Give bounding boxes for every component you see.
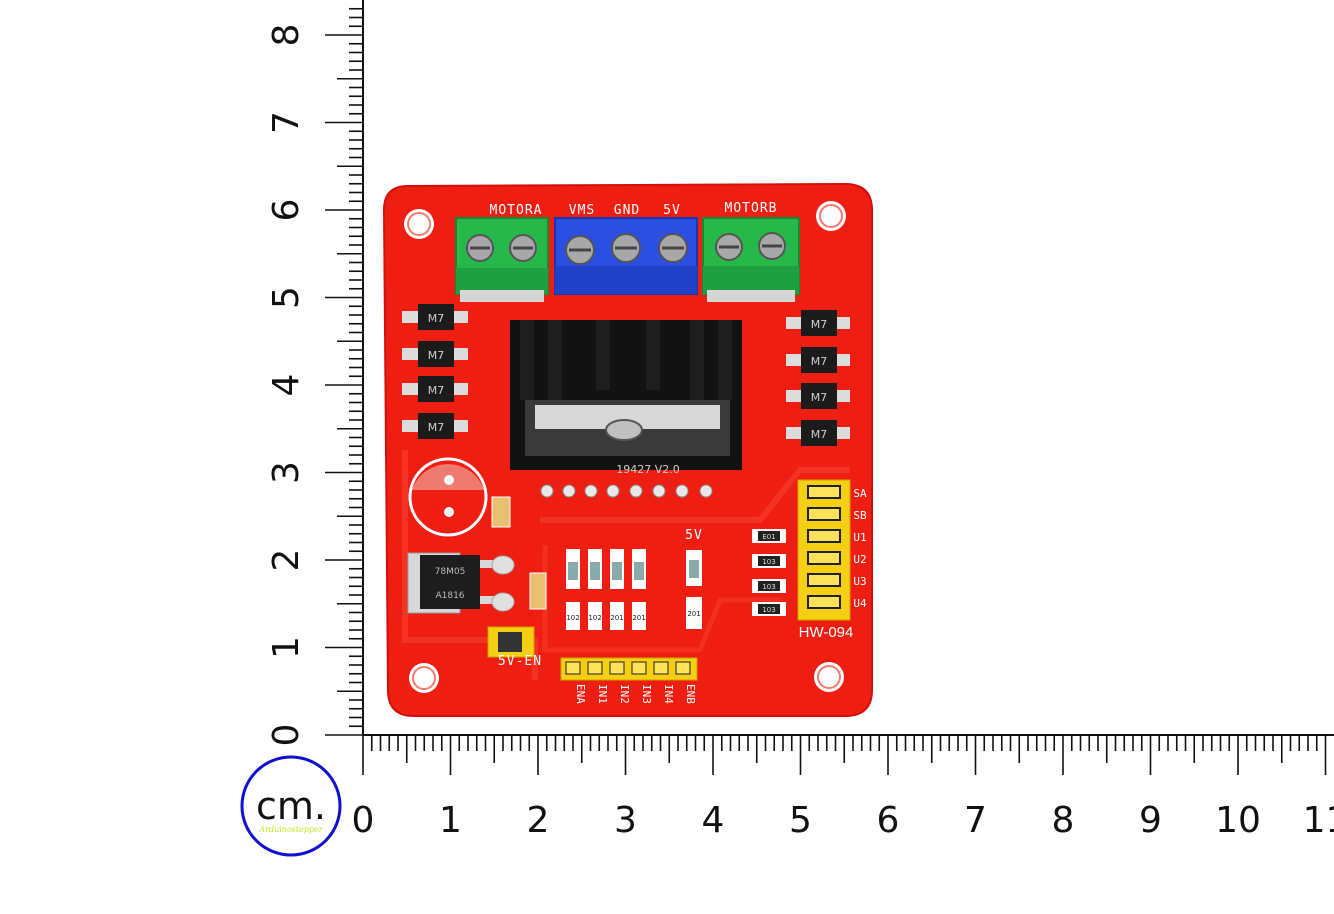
indicator-smd-area: 102 102 201 201 5V 201 [566, 528, 703, 630]
svg-text:U2: U2 [853, 553, 866, 566]
heatsink: 19427 V2.0 [510, 320, 742, 476]
mounting-hole [816, 201, 846, 231]
right-pin-header: SA SB U1 U2 U3 U4 [797, 479, 867, 621]
ruler-label: 2 [266, 549, 307, 572]
mounting-hole [409, 663, 439, 693]
ruler-label: 0 [352, 800, 375, 841]
cm-logo: cm. Arduinostepper [240, 755, 342, 857]
bottom-header-label: IN3 [640, 684, 653, 704]
label-gnd: GND [614, 203, 640, 218]
l298n-motor-driver-board: MOTORA VMS GND 5V MOTORB [382, 182, 873, 717]
label-5v-en: 5V-EN [498, 654, 542, 669]
ruler-label: 8 [266, 24, 307, 47]
svg-text:103: 103 [762, 558, 775, 566]
svg-text:M7: M7 [428, 421, 445, 434]
bottom-header-label: IN4 [662, 684, 675, 704]
ruler-label: 3 [614, 800, 637, 841]
vertical-ruler: 0 1 2 3 4 5 6 7 8 [266, 0, 364, 747]
svg-text:103: 103 [762, 606, 775, 614]
svg-text:SB: SB [853, 509, 867, 522]
ruler-label: 6 [266, 199, 307, 222]
label-led-5v: 5V [685, 528, 703, 543]
svg-text:M7: M7 [811, 391, 828, 404]
bottom-header-label: ENB [684, 684, 697, 704]
svg-text:SA: SA [853, 487, 867, 500]
mounting-hole [814, 662, 844, 692]
svg-text:E01: E01 [762, 533, 775, 541]
svg-text:103: 103 [762, 583, 775, 591]
svg-text:102: 102 [566, 614, 579, 622]
diode: M7 [786, 420, 850, 446]
svg-text:U3: U3 [853, 575, 866, 588]
chip-label: 19427 V2.0 [616, 463, 680, 476]
svg-text:102: 102 [588, 614, 601, 622]
jumper-5v-en: 5V-EN [487, 626, 542, 669]
terminal-block-motorb [702, 217, 800, 302]
terminal-block-motora [455, 217, 549, 302]
svg-text:M7: M7 [811, 355, 828, 368]
label-motora: MOTORA [490, 203, 543, 218]
label-vms: VMS [569, 203, 595, 218]
ruler-label: 3 [266, 461, 307, 484]
label-motorb: MOTORB [725, 201, 778, 216]
svg-text:M7: M7 [811, 428, 828, 441]
svg-text:M7: M7 [428, 312, 445, 325]
mounting-hole [404, 209, 434, 239]
svg-text:201: 201 [610, 614, 623, 622]
diode: M7 [402, 304, 468, 330]
voltage-regulator: 78M05 A1816 [407, 496, 547, 614]
ruler-label: 11 [1303, 800, 1334, 841]
svg-text:201: 201 [632, 614, 645, 622]
bottom-header-label: IN2 [618, 684, 631, 704]
diodes-left: M7 M7 M7 M7 [402, 304, 468, 439]
svg-text:78M05: 78M05 [435, 567, 466, 577]
bottom-header-label: ENA [574, 684, 587, 704]
svg-text:A1816: A1816 [435, 591, 464, 601]
ruler-label: 5 [266, 286, 307, 309]
capacitor-footprint [408, 457, 488, 537]
svg-text:U4: U4 [853, 597, 867, 610]
ruler-label: 2 [527, 800, 550, 841]
logo-subtext: Arduinostepper [258, 825, 323, 834]
ruler-label: 6 [877, 800, 900, 841]
ruler-label: 8 [1052, 800, 1075, 841]
svg-text:U1: U1 [853, 531, 866, 544]
diode: M7 [786, 310, 850, 336]
ruler-label: 7 [266, 111, 307, 134]
ruler-label: 4 [702, 800, 725, 841]
bottom-pin-header: ENA IN1 IN2 IN3 IN4 ENB [560, 657, 698, 704]
svg-text:M7: M7 [428, 384, 445, 397]
diode: M7 [786, 347, 850, 373]
svg-text:201: 201 [687, 610, 700, 618]
svg-text:M7: M7 [428, 349, 445, 362]
chip-pins [540, 484, 713, 498]
logo-text: cm. [256, 784, 326, 828]
ruler-label: 4 [266, 374, 307, 397]
resistor-column: E01 103 103 103 [752, 529, 786, 616]
ruler-label: 1 [439, 800, 462, 841]
model-label: HW-094 [799, 624, 854, 641]
diode: M7 [402, 341, 468, 367]
label-5v: 5V [663, 203, 681, 218]
horizontal-ruler: 0 1 2 3 4 5 6 7 8 9 10 11 [352, 734, 1334, 841]
ruler-label: 5 [789, 800, 812, 841]
ruler-label: 7 [964, 800, 987, 841]
diode: M7 [402, 413, 468, 439]
terminal-block-power [554, 217, 698, 295]
ruler-label: 9 [1139, 800, 1162, 841]
diode: M7 [786, 383, 850, 409]
ruler-label: 1 [266, 636, 307, 659]
ruler-label: 0 [266, 724, 307, 747]
diodes-right: M7 M7 M7 M7 [786, 310, 850, 446]
ruler-label: 10 [1215, 800, 1261, 841]
diode: M7 [402, 376, 468, 402]
svg-text:M7: M7 [811, 318, 828, 331]
bottom-header-label: IN1 [596, 684, 609, 704]
